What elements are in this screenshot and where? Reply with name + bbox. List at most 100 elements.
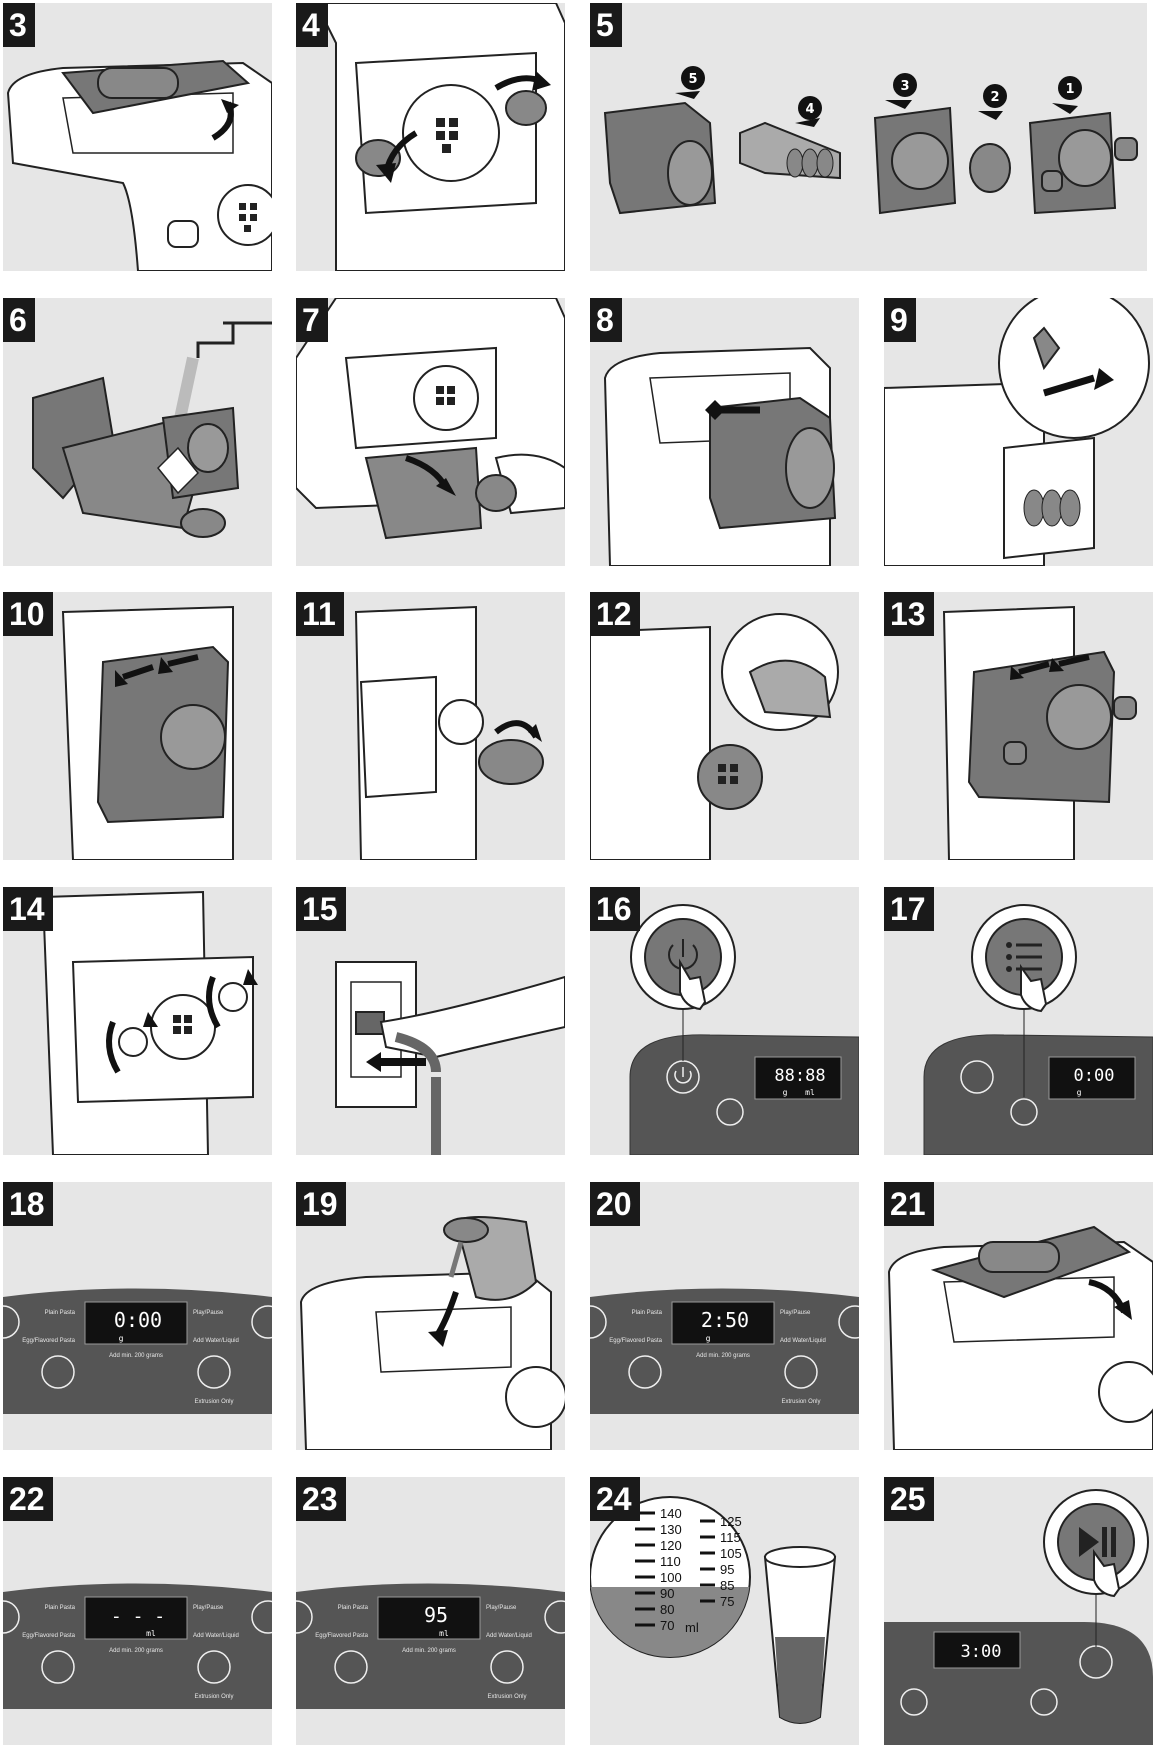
wash-parts-illustration [32,321,272,538]
control-panel-95ml-illustration: 95 ml Plain Pasta Egg/Flavored Pasta Pla… [296,1583,565,1709]
display-unit: g [706,1334,711,1343]
scale-95: 95 [720,1562,734,1577]
label-add-water: Add Water/Liquid [193,1633,239,1639]
step-16-panel: 16 88:88 g ml [590,887,859,1155]
control-panel-0g-illustration: 0:00 g Plain Pasta Egg/Flavored Pasta Pl… [3,1288,272,1450]
step-10-panel: 10 [3,592,272,860]
scale-140: 140 [660,1506,682,1521]
step-number: 14 [3,887,53,931]
remove-cleaning-tool-illustration [296,298,565,540]
pour-flour-illustration [299,1216,565,1450]
label-egg-pasta: Egg/Flavored Pasta [22,1633,75,1639]
step-17-panel: 17 0:00 g [884,887,1153,1155]
menu-button-illustration: 0:00 g [923,904,1153,1155]
power-on-illustration: 88:88 g ml [629,904,859,1155]
lid-removal-illustration [6,59,272,271]
step-number: 22 [3,1477,53,1521]
step-number: 20 [590,1182,640,1226]
step-number: 7 [296,298,328,342]
callout-2: 2 [990,90,999,105]
callout-3: 3 [900,79,909,94]
display-digits: - - - [111,1606,165,1627]
label-extrusion-only: Extrusion Only [781,1399,820,1405]
step-9-panel: 9 [884,298,1153,566]
step-number: 6 [3,298,35,342]
insert-stirring-bar-illustration [884,298,1150,566]
label-add-min: Add min. 200 grams [109,1648,163,1654]
scale-90: 90 [660,1586,674,1601]
step-number: 3 [3,3,35,47]
scale-100: 100 [660,1570,682,1585]
step-number: 4 [296,3,328,47]
label-plain-pasta: Plain Pasta [45,1605,76,1611]
step-14-panel: 14 [3,887,272,1155]
tighten-knobs-illustration [41,890,258,1155]
measuring-cup-illustration: 140 130 120 110 100 90 80 70 125 115 105… [590,1496,837,1724]
label-plain-pasta: Plain Pasta [338,1605,369,1611]
scale-130: 130 [660,1522,682,1537]
control-panel-250g-illustration: 2:50 g Plain Pasta Egg/Flavored Pasta Pl… [590,1288,859,1414]
display-digits: 0:00 [1074,1066,1115,1086]
scale-105: 105 [720,1546,742,1561]
align-disc-illustration [590,613,839,860]
label-egg-pasta: Egg/Flavored Pasta [609,1338,662,1344]
display-unit: ml [146,1629,156,1638]
step-number: 13 [884,592,934,636]
display-digits: 0:00 [114,1308,162,1332]
step-25-panel: 25 3:00 [884,1477,1153,1745]
step-23-panel: 23 95 ml Plain Pasta Egg/Flavored Pasta … [296,1477,565,1745]
label-extrusion-only: Extrusion Only [194,1399,233,1405]
label-extrusion-only: Extrusion Only [487,1694,526,1700]
step-number: 19 [296,1182,346,1226]
label-play-pause: Play/Pause [193,1310,224,1316]
step-number: 11 [296,592,344,636]
step-3-panel: 3 [3,3,272,271]
scale-115: 115 [720,1530,741,1545]
callout-5: 5 [688,72,697,87]
step-24-panel: 24 140 130 120 110 100 90 80 70 125 115 … [590,1477,859,1745]
display-unit: g [119,1334,124,1343]
callout-4: 4 [805,102,814,117]
display-unit: ml [439,1629,449,1638]
scale-80: 80 [660,1602,674,1617]
step-11-panel: 11 [296,592,565,860]
step-number: 9 [884,298,916,342]
scale-125: 125 [720,1514,742,1529]
step-12-panel: 12 [590,592,859,860]
step-number: 12 [590,592,640,636]
step-number: 24 [590,1477,640,1521]
label-add-water: Add Water/Liquid [486,1633,532,1639]
display-unit-g: g [783,1088,788,1097]
step-22-panel: 22 - - - ml Plain Pasta Egg/Flavored Pas… [3,1477,272,1745]
insert-mixing-chamber-illustration [603,346,837,566]
step-8-panel: 8 [590,298,859,566]
start-button-illustration: 3:00 [884,1489,1153,1745]
display-digits: 88:88 [774,1066,825,1086]
step-number: 25 [884,1477,934,1521]
control-panel-water-dashes-illustration: - - - ml Plain Pasta Egg/Flavored Pasta … [3,1583,272,1709]
label-egg-pasta: Egg/Flavored Pasta [22,1338,75,1344]
label-plain-pasta: Plain Pasta [632,1310,663,1316]
step-number: 23 [296,1477,346,1521]
step-15-panel: 15 [296,887,565,1155]
callout-1: 1 [1065,82,1074,97]
step-number: 21 [884,1182,934,1226]
label-add-water: Add Water/Liquid [193,1338,239,1344]
close-lid-illustration [887,1225,1153,1450]
plug-in-illustration [335,961,565,1155]
label-play-pause: Play/Pause [193,1605,224,1611]
scale-70: 70 [660,1618,674,1633]
step-5-panel: 5 5 4 3 2 1 [590,3,1147,271]
unscrew-knobs-illustration [314,3,565,271]
step-21-panel: 21 [884,1182,1153,1450]
scale-unit-ml: ml [685,1620,699,1635]
parts-exploded-illustration: 5 4 3 2 1 [603,66,1138,215]
label-plain-pasta: Plain Pasta [45,1310,76,1316]
label-egg-pasta: Egg/Flavored Pasta [315,1633,368,1639]
label-add-min: Add min. 200 grams [696,1353,750,1359]
scale-120: 120 [660,1538,682,1553]
label-play-pause: Play/Pause [780,1310,811,1316]
label-play-pause: Play/Pause [486,1605,517,1611]
display-digits: 95 [424,1603,448,1627]
step-number: 16 [590,887,640,931]
